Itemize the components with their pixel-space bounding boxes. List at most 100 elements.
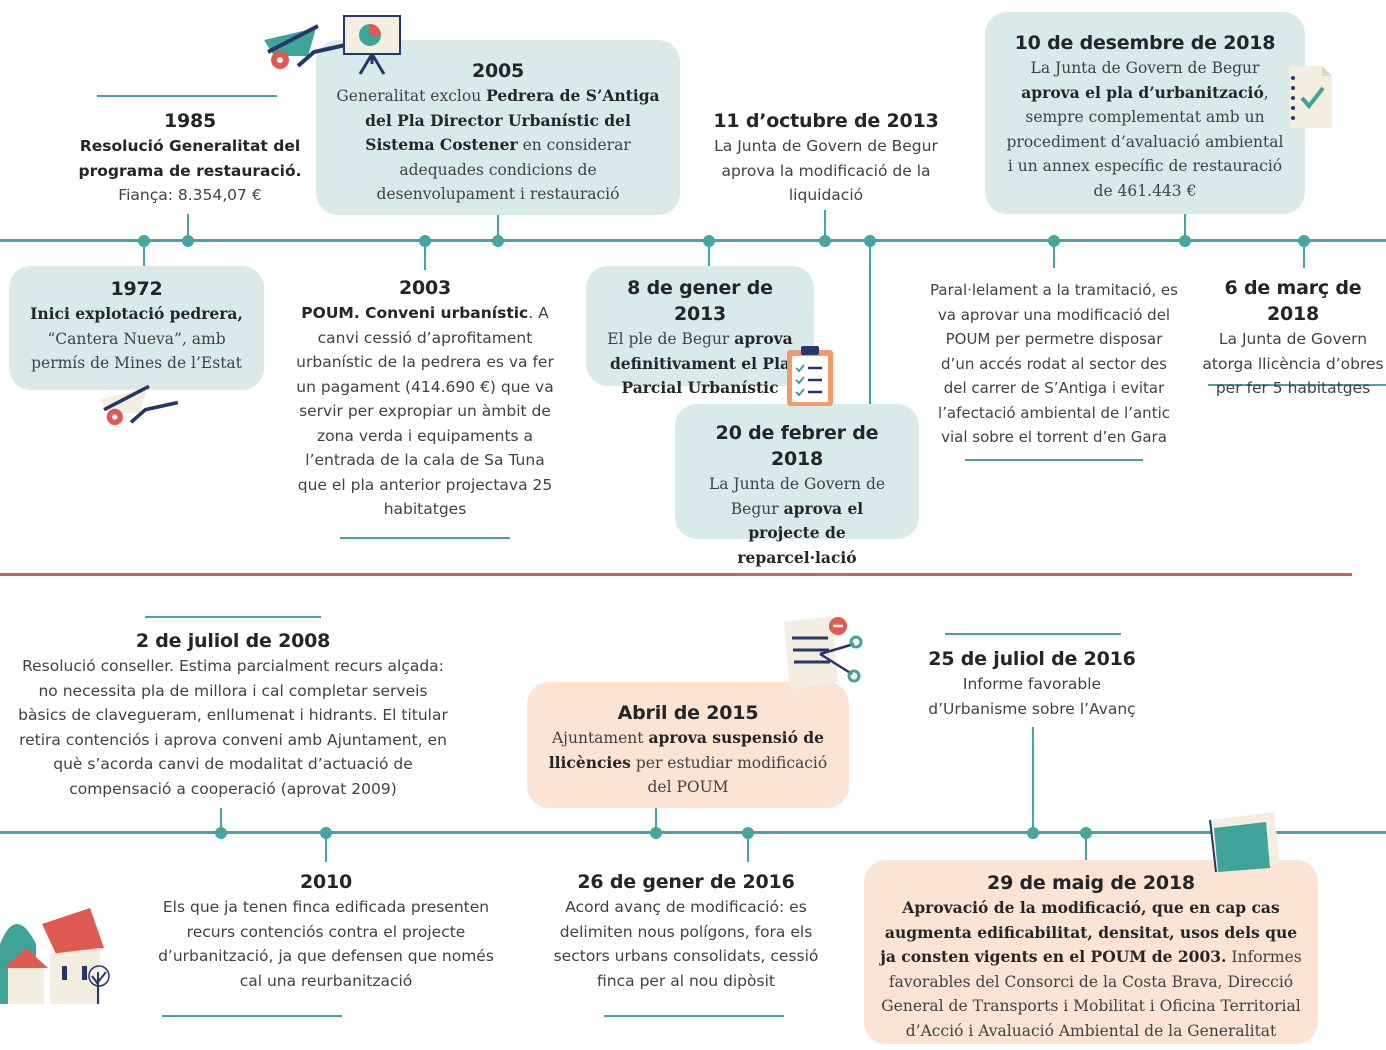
event-parallel-note: Paral·lelament a la tramitació, es va ap… bbox=[928, 278, 1180, 450]
event-text: “Cantera Nueva”, amb permís de Mines de … bbox=[31, 329, 242, 373]
timeline-dot bbox=[320, 827, 332, 839]
event-bold-text: Aprovació de la modificació, que en cap … bbox=[880, 898, 1298, 966]
event-bold-text: aprova suspensió de llicències bbox=[548, 728, 825, 772]
event-text: La Junta de Govern atorga llicència d’ob… bbox=[1202, 330, 1384, 397]
top-timeline-axis bbox=[0, 239, 1386, 242]
event-text: en considerar adequades condicions de de… bbox=[376, 136, 631, 203]
event-2018-march: 6 de març de 2018 La Junta de Govern ato… bbox=[1200, 275, 1386, 401]
event-text: Generalitat exclou bbox=[336, 87, 487, 105]
stem bbox=[497, 214, 499, 240]
event-date: 29 de maig de 2018 bbox=[987, 872, 1195, 894]
event-bold-text: aprova definitivament el Pla Parcial Urb… bbox=[609, 329, 793, 397]
event-text: Ajuntament bbox=[551, 729, 649, 747]
event-bold-text: Pedrera de S’Antiga del Pla Director Urb… bbox=[365, 86, 660, 154]
event-2015-april: Abril de 2015 Ajuntament aprova suspensi… bbox=[527, 682, 849, 808]
timeline-dot bbox=[1298, 235, 1310, 247]
stem bbox=[1184, 214, 1186, 240]
timeline-dot bbox=[1179, 235, 1191, 247]
section-separator bbox=[0, 573, 1352, 576]
timeline-dot bbox=[1027, 827, 1039, 839]
event-text: Informe favorable d’Urbanisme sobre l’Av… bbox=[928, 675, 1136, 718]
event-bold-text: aprova el projecte de reparcel·lació bbox=[737, 498, 864, 567]
document-check-icon bbox=[1290, 66, 1332, 128]
event-1972: 1972 Inici explotació pedrera, “Cantera … bbox=[9, 266, 264, 390]
bottom-timeline-axis bbox=[0, 831, 1386, 834]
event-text: Acord avanç de modificació: es delimiten… bbox=[553, 898, 819, 990]
event-2016-july: 25 de juliol de 2016 Informe favorable d… bbox=[912, 646, 1152, 721]
decor-line bbox=[145, 616, 321, 618]
event-text: La Junta de Govern de Begur aprova la mo… bbox=[714, 137, 938, 204]
decor-line bbox=[945, 633, 1121, 635]
timeline-dot bbox=[419, 235, 431, 247]
event-2013-october: 11 d’octubre de 2013 La Junta de Govern … bbox=[712, 108, 940, 208]
decor-line bbox=[97, 95, 277, 97]
timeline-dot bbox=[215, 827, 227, 839]
timeline-dot bbox=[492, 235, 504, 247]
event-date: Abril de 2015 bbox=[617, 702, 759, 724]
decor-line bbox=[162, 1015, 342, 1017]
event-text: El ple de Begur bbox=[607, 330, 735, 348]
decor-line bbox=[965, 459, 1143, 461]
event-text: , sempre complementat amb un procediment… bbox=[1006, 83, 1284, 200]
stem bbox=[143, 240, 145, 268]
timeline-dot bbox=[1080, 827, 1092, 839]
event-date: 26 de gener de 2016 bbox=[577, 871, 795, 893]
event-2008-july: 2 de juliol de 2008 Resolució conseller.… bbox=[14, 628, 452, 801]
event-text: La Junta de Govern de Begur bbox=[1030, 59, 1260, 77]
decor-line bbox=[1208, 384, 1386, 386]
event-text: Paral·lelament a la tramitació, es va ap… bbox=[930, 281, 1178, 446]
event-1985: 1985 Resolució Generalitat del programa … bbox=[70, 108, 310, 208]
event-2005: 2005 Generalitat exclou Pedrera de S’Ant… bbox=[316, 40, 680, 215]
event-date: 2005 bbox=[471, 60, 525, 82]
timeline-dot bbox=[742, 827, 754, 839]
wheelbarrow-icon bbox=[100, 384, 179, 425]
event-text: Els que ja tenen finca edificada present… bbox=[158, 898, 494, 990]
stem bbox=[747, 832, 749, 862]
event-date: 2003 bbox=[398, 277, 452, 299]
wheelbarrow-icon bbox=[264, 24, 351, 69]
stem bbox=[424, 240, 426, 270]
stem bbox=[1303, 240, 1305, 268]
decor-line bbox=[604, 1015, 784, 1017]
event-2018-december: 10 de desembre de 2018 La Junta de Gover… bbox=[985, 12, 1305, 214]
event-2003: 2003 POUM. Conveni urbanístic. A canvi c… bbox=[296, 275, 554, 522]
event-bold-text: Inici explotació pedrera, bbox=[30, 304, 243, 323]
event-text: per estudiar modificació del POUM bbox=[630, 753, 828, 797]
event-text: Informes favorables del Consorci de la C… bbox=[881, 948, 1302, 1040]
stem bbox=[187, 214, 189, 240]
event-2018-may: 29 de maig de 2018 Aprovació de la modif… bbox=[864, 860, 1318, 1044]
event-date: 25 de juliol de 2016 bbox=[928, 648, 1136, 670]
decor-line bbox=[340, 537, 510, 539]
clipboard-checklist-icon bbox=[787, 346, 833, 406]
timeline-dot bbox=[138, 235, 150, 247]
timeline-dot bbox=[703, 235, 715, 247]
event-2010: 2010 Els que ja tenen finca edificada pr… bbox=[150, 869, 502, 993]
folder-icon bbox=[1209, 812, 1280, 873]
event-date: 10 de desembre de 2018 bbox=[1014, 32, 1276, 54]
timeline-dot bbox=[819, 235, 831, 247]
event-text: Resolució conseller. Estima parcialment … bbox=[18, 657, 448, 798]
event-2018-february: 20 de febrer de 2018 La Junta de Govern … bbox=[675, 404, 919, 567]
event-date: 8 de gener de 2013 bbox=[627, 277, 773, 325]
event-date: 20 de febrer de 2018 bbox=[715, 422, 879, 470]
event-date: 1985 bbox=[163, 110, 217, 132]
document-scissors-icon bbox=[784, 616, 863, 690]
event-bold-text: POUM. Conveni urbanístic bbox=[301, 304, 529, 322]
event-date: 2010 bbox=[299, 871, 353, 893]
timeline-dot bbox=[182, 235, 194, 247]
stem bbox=[824, 210, 826, 240]
event-bold-text: Resolució Generalitat del programa de re… bbox=[78, 137, 302, 180]
event-date: 6 de març de 2018 bbox=[1224, 277, 1362, 325]
stem bbox=[1053, 240, 1055, 268]
timeline-dot bbox=[864, 235, 876, 247]
timeline-dot bbox=[1048, 235, 1060, 247]
stem bbox=[869, 240, 871, 406]
event-2016-january: 26 de gener de 2016 Acord avanç de modif… bbox=[550, 869, 822, 993]
event-date: 11 d’octubre de 2013 bbox=[713, 110, 939, 132]
presentation-board-icon bbox=[343, 15, 401, 75]
event-2013-january: 8 de gener de 2013 El ple de Begur aprov… bbox=[586, 266, 814, 397]
stem bbox=[220, 808, 222, 833]
event-date: 1972 bbox=[110, 278, 163, 300]
event-date: 2 de juliol de 2008 bbox=[135, 630, 331, 652]
timeline-dot bbox=[650, 827, 662, 839]
